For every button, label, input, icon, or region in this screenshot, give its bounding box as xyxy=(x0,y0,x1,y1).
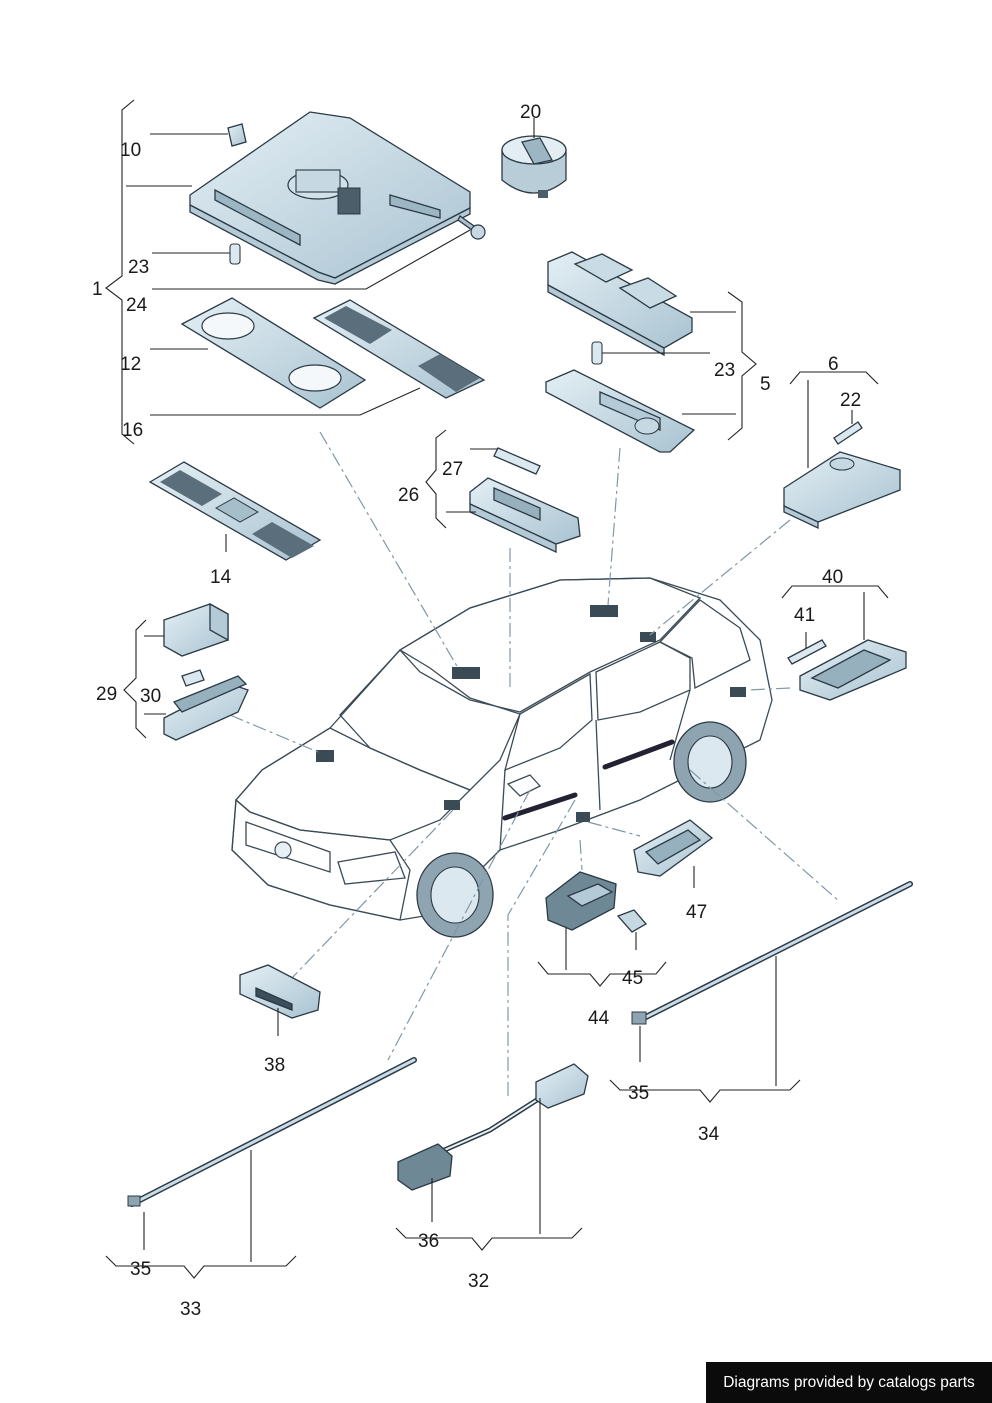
label-29: 29 xyxy=(96,684,117,705)
clip-part-10 xyxy=(227,123,247,147)
label-22: 22 xyxy=(840,390,861,411)
label-16: 16 xyxy=(122,420,143,441)
bulb-part-45 xyxy=(616,909,648,933)
label-20: 20 xyxy=(520,102,541,123)
label-12: 12 xyxy=(120,354,141,375)
leader-lines xyxy=(126,118,865,1262)
lens-cover-part-14 xyxy=(148,461,322,561)
harness-part-32 xyxy=(397,1063,589,1191)
label-36: 36 xyxy=(418,1231,439,1252)
bulb-part-23-left xyxy=(229,243,241,265)
label-38: 38 xyxy=(264,1055,285,1076)
switch-housing-part-5 xyxy=(547,251,693,357)
lamp-base-part-5 xyxy=(545,369,696,453)
label-34: 34 xyxy=(698,1124,720,1145)
group-braces xyxy=(105,99,889,1279)
trunk-light-part-40 xyxy=(799,639,907,701)
bulb-part-22 xyxy=(833,421,863,445)
label-35-right: 35 xyxy=(628,1083,649,1104)
trim-plate-part-16 xyxy=(312,299,486,399)
label-33: 33 xyxy=(180,1299,201,1320)
reading-lamp-part-26 xyxy=(469,477,581,554)
credit-banner: Diagrams provided by catalogs parts xyxy=(706,1362,992,1403)
map-light-part-6 xyxy=(783,451,901,530)
label-44: 44 xyxy=(588,1008,610,1029)
label-23-right: 23 xyxy=(714,360,735,381)
label-6: 6 xyxy=(828,354,839,375)
entry-light-part-47 xyxy=(633,819,714,877)
label-10: 10 xyxy=(120,140,141,161)
label-47: 47 xyxy=(686,902,707,923)
screw-part-24 xyxy=(457,215,486,240)
bulb-part-27 xyxy=(493,447,541,475)
trim-plate-part-12 xyxy=(180,297,367,409)
label-26: 26 xyxy=(398,485,419,506)
knob-part-20 xyxy=(501,135,567,198)
bulb-part-23-right xyxy=(591,341,603,365)
door-lamp-part-44 xyxy=(545,871,617,931)
label-1: 1 xyxy=(92,279,103,300)
label-45: 45 xyxy=(622,968,643,989)
glovebox-switch-part-29 xyxy=(163,602,229,657)
car-illustration xyxy=(231,577,773,938)
overhead-console-part xyxy=(189,111,471,285)
bulb-part-41 xyxy=(787,639,827,665)
label-41: 41 xyxy=(794,605,815,626)
bulb-part-30 xyxy=(181,669,205,687)
label-24: 24 xyxy=(126,295,148,316)
label-30: 30 xyxy=(140,686,161,707)
label-5: 5 xyxy=(760,374,771,395)
ambient-strip-part-33 xyxy=(127,1057,417,1207)
part-number-labels: 1 10 23 24 12 16 20 23 5 6 22 27 26 14 4… xyxy=(92,102,861,1320)
glovebox-lamp-part-29 xyxy=(163,675,249,741)
reference-lines xyxy=(229,431,841,1100)
label-27: 27 xyxy=(442,459,463,480)
label-14: 14 xyxy=(210,567,232,588)
footwell-lamp-part-38 xyxy=(239,964,321,1019)
label-35-left: 35 xyxy=(130,1259,151,1280)
label-23-left: 23 xyxy=(128,257,149,278)
label-32: 32 xyxy=(468,1271,489,1292)
ambient-strip-part-34 xyxy=(631,881,913,1025)
label-40: 40 xyxy=(822,567,843,588)
